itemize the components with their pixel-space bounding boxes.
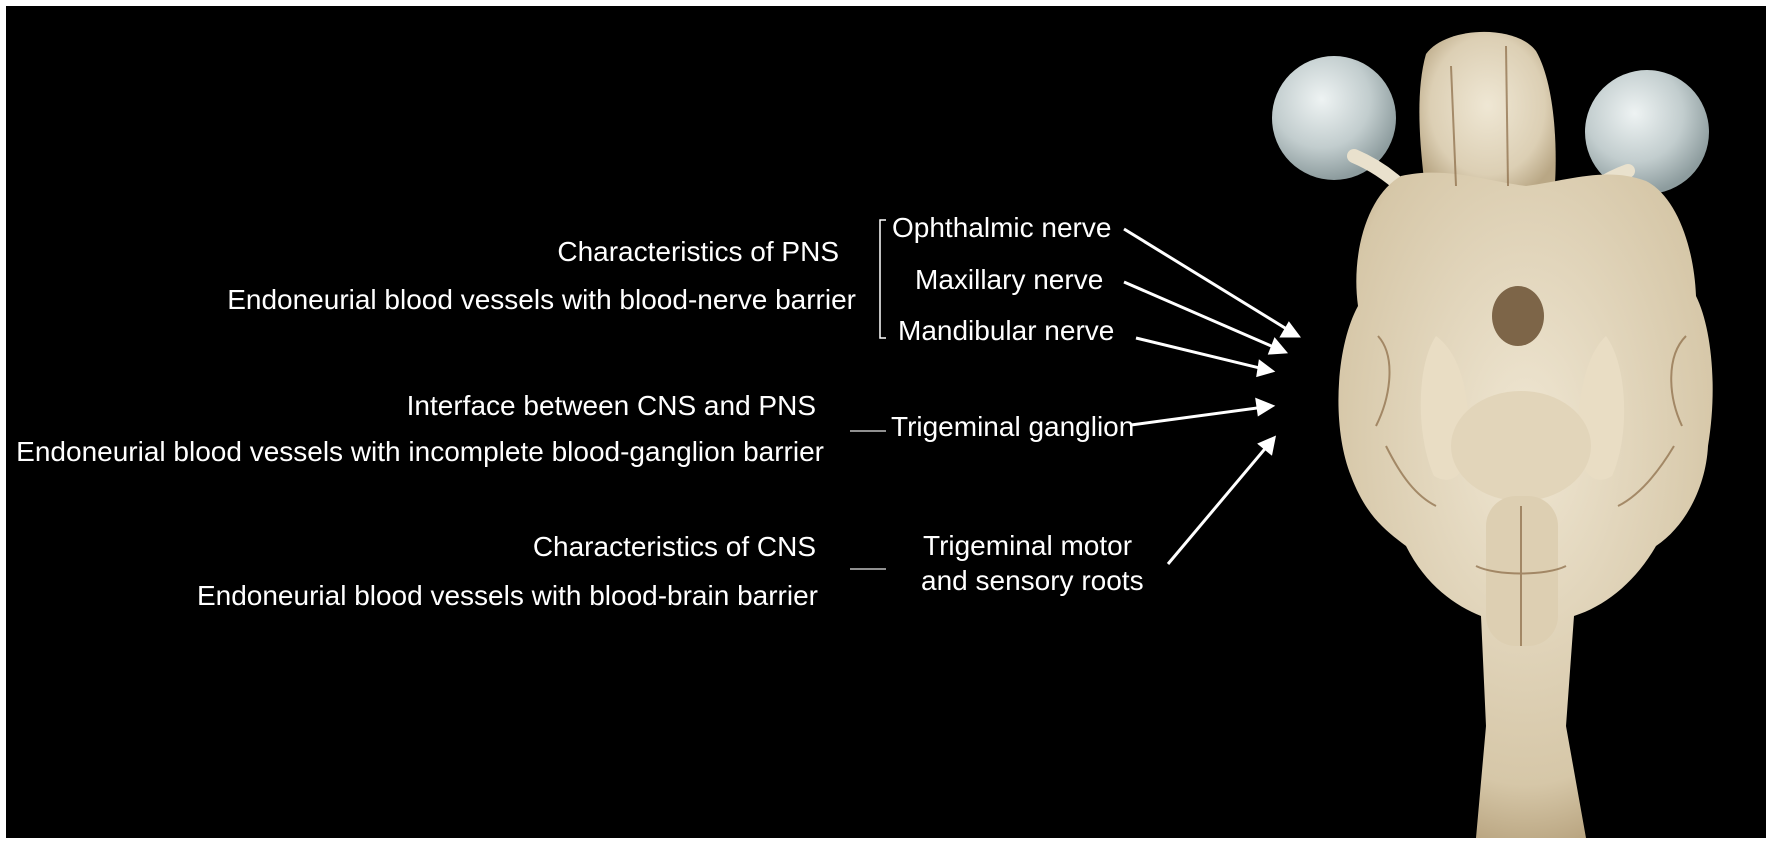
left-eyeball	[1272, 56, 1396, 180]
trigeminal-ganglion-label: Trigeminal ganglion	[891, 411, 1135, 442]
trigeminal-roots-label-line2: and sensory roots	[921, 565, 1144, 596]
sulci	[1375, 45, 1687, 646]
cns-title: Characteristics of CNS	[532, 531, 816, 562]
interface-detail: Endoneurial blood vessels with incomplet…	[16, 436, 824, 467]
brain-specimen-illustration	[850, 31, 1713, 838]
figure-frame: Characteristics of PNS Endoneurial blood…	[6, 6, 1766, 838]
pns-title: Characteristics of PNS	[557, 236, 839, 267]
ophthalmic-arrow	[1123, 227, 1299, 338]
pointer-arrows	[1123, 227, 1301, 565]
maxillary-nerve-label: Maxillary nerve	[915, 264, 1104, 295]
ophthalmic-nerve-label: Ophthalmic nerve	[892, 212, 1112, 243]
pons	[1451, 391, 1591, 501]
mandibular-nerve-label: Mandibular nerve	[898, 315, 1115, 346]
pituitary-region	[1492, 286, 1544, 346]
interface-title: Interface between CNS and PNS	[406, 390, 816, 421]
roots-arrow	[1166, 437, 1276, 565]
right-eyeball	[1585, 70, 1709, 194]
trigeminal-roots-label-line1: Trigeminal motor	[923, 530, 1133, 561]
mandibular-arrow	[1135, 336, 1273, 373]
ganglion-arrow	[1130, 404, 1273, 427]
pns-detail: Endoneurial blood vessels with blood-ner…	[227, 284, 856, 315]
maxillary-arrow	[1123, 280, 1286, 354]
cns-detail: Endoneurial blood vessels with blood-bra…	[196, 580, 818, 611]
pns-bracket	[879, 219, 886, 339]
frontal-region	[1419, 31, 1556, 196]
